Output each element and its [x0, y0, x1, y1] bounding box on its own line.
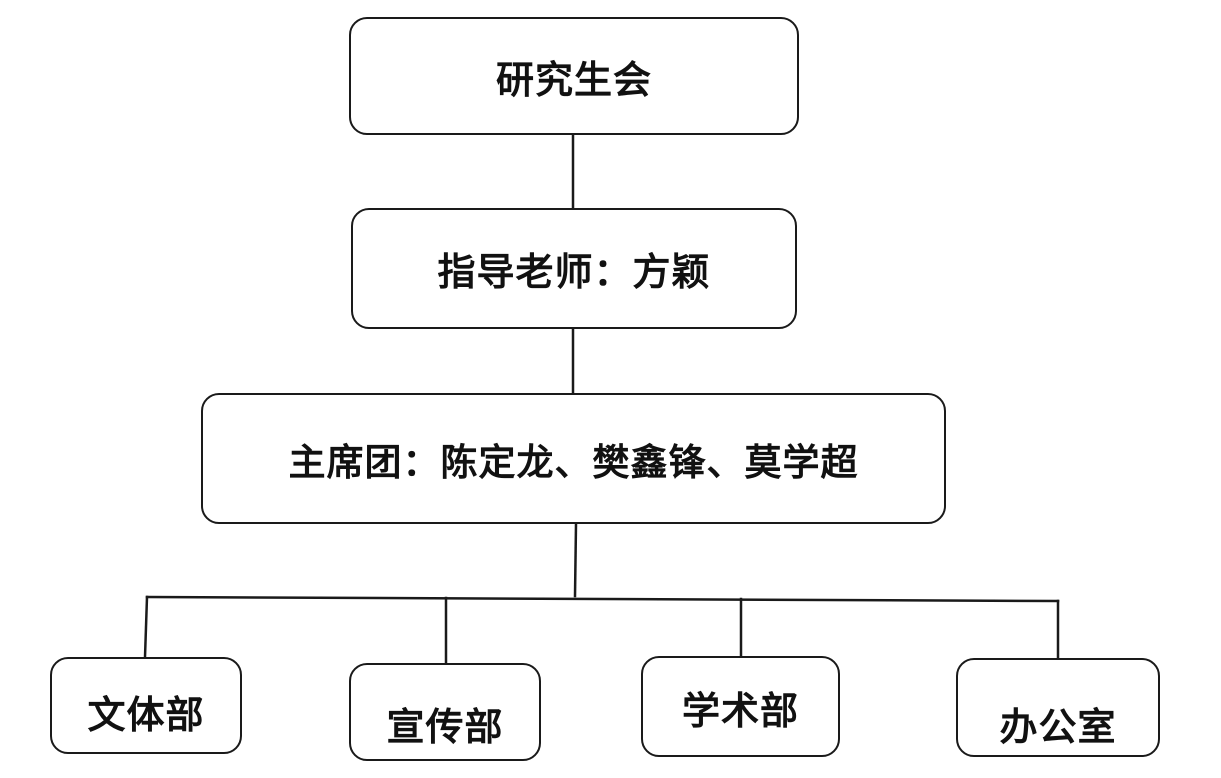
connector-bus-dept-0	[143, 595, 149, 659]
node-graduate-student-union: 研究生会	[349, 17, 799, 135]
node-label: 办公室	[999, 704, 1117, 749]
node-label: 研究生会	[495, 56, 652, 102]
connector-presidium-bus	[573, 522, 578, 598]
node-label: 指导老师：方颖	[437, 249, 711, 294]
node-department-sports: 文体部	[50, 657, 242, 754]
node-department-academic: 学术部	[641, 656, 840, 757]
node-advisor: 指导老师：方颖	[351, 208, 797, 329]
node-label: 学术部	[681, 688, 799, 733]
node-presidium: 主席团：陈定龙、樊鑫锋、莫学超	[201, 393, 946, 524]
node-label: 宣传部	[386, 703, 504, 749]
node-department-office: 办公室	[956, 658, 1160, 757]
node-label: 文体部	[87, 692, 205, 737]
node-department-publicity: 宣传部	[349, 663, 541, 761]
connector-department-bus	[145, 595, 1060, 603]
node-label: 主席团：陈定龙、樊鑫锋、莫学超	[288, 439, 859, 484]
